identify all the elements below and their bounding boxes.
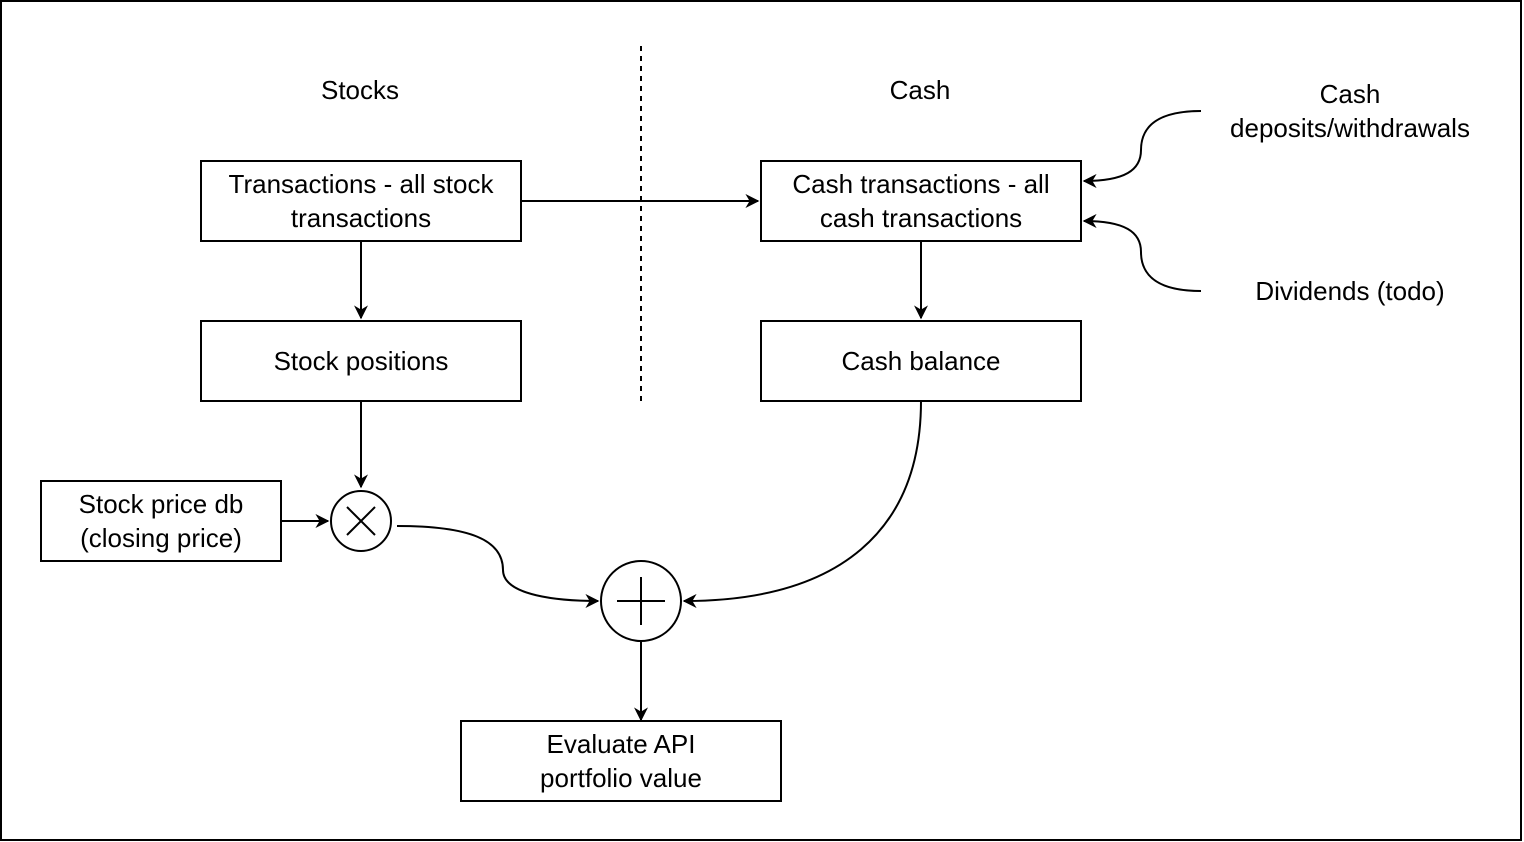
evaluate-api-box[interactable] <box>460 720 782 802</box>
arrow-balance-to-sum <box>682 400 922 608</box>
cash-balance-label: Cash balance <box>841 346 1001 376</box>
cash-transactions-box[interactable] <box>760 160 1082 242</box>
arrow-deposits-to-cash-tx <box>1082 110 1202 188</box>
multiply-operator-icon[interactable] <box>330 490 392 552</box>
arrow-multiply-to-sum <box>396 525 600 608</box>
stock-transactions-label: Transactions - all stock transactions <box>228 169 494 233</box>
evaluate-api-label: Evaluate API portfolio value <box>540 729 702 793</box>
stock-positions-label: Stock positions <box>273 346 449 376</box>
heading-stocks: Stocks <box>320 75 400 105</box>
arrow-dividends-to-cash-tx <box>1082 214 1202 292</box>
stock-price-db-label: Stock price db (closing price) <box>78 489 244 553</box>
cash-deposits-label: Cash deposits/withdrawals <box>1230 79 1470 143</box>
sum-operator-icon[interactable] <box>600 560 682 642</box>
cash-balance-box[interactable] <box>760 320 1082 402</box>
heading-cash: Cash <box>889 75 951 105</box>
dividends-label: Dividends (todo) <box>1255 276 1445 306</box>
stock-price-db-box[interactable] <box>40 480 282 562</box>
cash-transactions-label: Cash transactions - all cash transaction… <box>792 169 1050 233</box>
stock-positions-box[interactable] <box>200 320 522 402</box>
